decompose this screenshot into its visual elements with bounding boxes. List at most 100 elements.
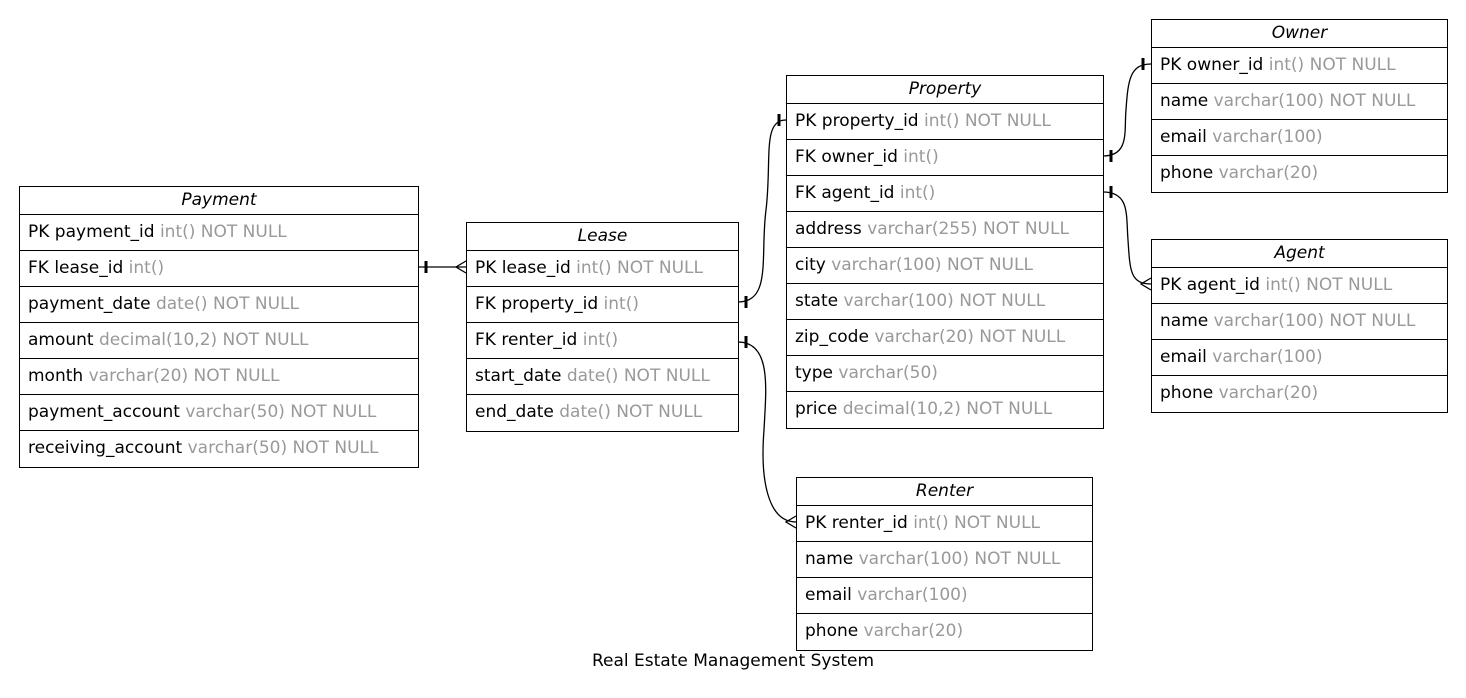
field-name: name [1160,91,1209,111]
field-name: month [28,366,84,386]
field-name: FK lease_id [28,258,124,278]
field-name: zip_code [795,327,869,347]
field-row: type varchar(50) [787,356,1103,392]
field-type: varchar(100) [857,585,968,605]
field-type: decimal(10,2) NOT NULL [842,399,1053,419]
field-type: varchar(100) NOT NULL [858,549,1061,569]
field-name: FK owner_id [795,147,898,167]
field-row: payment_date date() NOT NULL [20,287,418,323]
field-row: phone varchar(20) [1152,376,1447,412]
field-row: name varchar(100) NOT NULL [797,542,1092,578]
field-name: email [1160,347,1207,367]
field-type: int() [603,294,639,314]
field-type: varchar(50) NOT NULL [185,402,377,422]
field-name: address [795,219,862,239]
field-name: phone [1160,383,1214,403]
field-row: payment_account varchar(50) NOT NULL [20,395,418,431]
field-row: PK property_id int() NOT NULL [787,104,1103,140]
field-type: int() [582,330,619,350]
entity-title: Property [787,76,1103,104]
field-name: name [805,549,854,569]
field-type: int() NOT NULL [913,513,1041,533]
field-name: PK agent_id [1160,275,1260,295]
field-row: phone varchar(20) [797,614,1092,650]
field-row: PK renter_id int() NOT NULL [797,506,1092,542]
field-type: varchar(20) [1218,383,1319,403]
field-type: varchar(100) [1212,127,1323,147]
field-type: date() NOT NULL [566,366,710,386]
entity-title: Payment [20,187,418,215]
field-name: state [795,291,839,311]
field-row: price decimal(10,2) NOT NULL [787,392,1103,428]
field-name: name [1160,311,1209,331]
field-row: phone varchar(20) [1152,156,1447,192]
field-type: varchar(20) [863,621,964,641]
field-row: FK owner_id int() [787,140,1103,176]
field-name: amount [28,330,94,350]
field-name: PK owner_id [1160,55,1264,75]
field-row: name varchar(100) NOT NULL [1152,304,1447,340]
field-name: PK lease_id [475,258,571,278]
field-row: zip_code varchar(20) NOT NULL [787,320,1103,356]
field-name: PK property_id [795,111,919,131]
field-row: FK agent_id int() [787,176,1103,212]
field-type: int() [903,147,939,167]
field-name: receiving_account [28,438,183,458]
field-name: type [795,363,833,383]
field-name: payment_date [28,294,151,314]
field-type: varchar(20) NOT NULL [874,327,1066,347]
field-row: PK lease_id int() NOT NULL [467,251,738,287]
field-type: varchar(255) NOT NULL [867,219,1069,239]
field-row: FK lease_id int() [20,251,418,287]
field-row: start_date date() NOT NULL [467,359,738,395]
field-row: email varchar(100) [1152,340,1447,376]
field-row: name varchar(100) NOT NULL [1152,84,1447,120]
field-type: date() NOT NULL [559,402,703,422]
field-type: int() NOT NULL [1265,275,1393,295]
field-name: city [795,255,826,275]
field-type: varchar(100) NOT NULL [1213,91,1416,111]
field-type: int() NOT NULL [159,222,287,242]
entity-owner: Owner PK owner_id int() NOT NULL name var… [1151,19,1448,193]
lease-property-link [737,114,787,308]
field-type: varchar(100) NOT NULL [831,255,1033,275]
field-type: int() NOT NULL [924,111,1051,131]
property-owner-link [1102,58,1152,162]
field-name: payment_account [28,402,180,422]
field-name: start_date [475,366,562,386]
field-row: month varchar(20) NOT NULL [20,359,418,395]
field-row: PK agent_id int() NOT NULL [1152,268,1447,304]
lease-renter-link [737,336,797,529]
field-name: PK renter_id [805,513,908,533]
field-row: FK property_id int() [467,287,738,323]
entity-title: Agent [1152,240,1447,268]
entity-title: Owner [1152,20,1447,48]
field-row: email varchar(100) [1152,120,1447,156]
field-row: FK renter_id int() [467,323,738,359]
field-row: receiving_account varchar(50) NOT NULL [20,431,418,467]
field-name: PK payment_id [28,222,155,242]
field-name: FK agent_id [795,183,895,203]
field-type: varchar(100) NOT NULL [1213,311,1416,331]
field-name: price [795,399,838,419]
field-type: varchar(20) NOT NULL [88,366,280,386]
payment-lease-link [418,260,467,274]
field-name: FK property_id [475,294,599,314]
field-row: end_date date() NOT NULL [467,395,738,431]
field-type: date() NOT NULL [155,294,299,314]
field-row: state varchar(100) NOT NULL [787,284,1103,320]
diagram-caption: Real Estate Management System [591,651,875,671]
field-row: amount decimal(10,2) NOT NULL [20,323,418,359]
field-name: email [1160,127,1207,147]
field-type: int() NOT NULL [1268,55,1396,75]
field-type: decimal(10,2) NOT NULL [99,330,309,350]
field-row: city varchar(100) NOT NULL [787,248,1103,284]
field-name: end_date [475,402,554,422]
field-row: PK payment_id int() NOT NULL [20,215,418,251]
field-row: address varchar(255) NOT NULL [787,212,1103,248]
